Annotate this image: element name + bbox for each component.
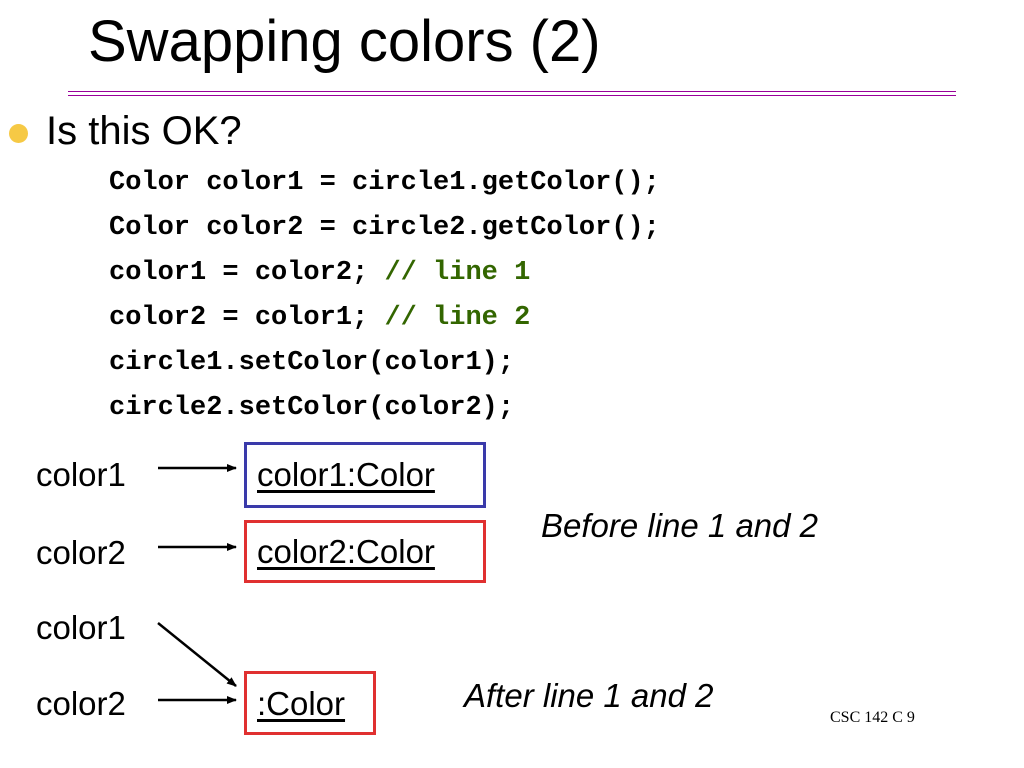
title-underline-top	[68, 91, 956, 92]
code-line-3: color1 = color2; // line 1	[109, 256, 530, 290]
slide-title: Swapping colors (2)	[88, 9, 601, 74]
code-text: color2 = color1;	[109, 303, 385, 333]
bullet-text: Is this OK?	[46, 109, 242, 153]
title-underline-bottom	[68, 95, 956, 96]
code-comment: // line 2	[384, 303, 531, 333]
before-var-color1: color1	[36, 456, 126, 493]
code-text: Color color2 = circle2.getColor();	[109, 213, 660, 243]
code-line-2: Color color2 = circle2.getColor();	[109, 211, 660, 245]
code-line-6: circle2.setColor(color2);	[109, 391, 514, 425]
slide-footer: CSC 142 C 9	[830, 709, 915, 726]
code-text: Color color1 = circle1.getColor();	[109, 168, 660, 198]
after-note: After line 1 and 2	[464, 677, 714, 714]
before-note: Before line 1 and 2	[541, 507, 819, 544]
code-text: color1 = color2;	[109, 258, 385, 288]
code-comment: // line 1	[384, 258, 531, 288]
after-var-color1: color1	[36, 609, 126, 646]
code-line-4: color2 = color1; // line 2	[109, 301, 530, 335]
bullet-icon	[9, 124, 28, 143]
before-var-color2: color2	[36, 534, 126, 571]
code-line-1: Color color1 = circle1.getColor();	[109, 166, 660, 200]
code-line-5: circle1.setColor(color1);	[109, 346, 514, 380]
before-object-color1: color1:Color	[244, 442, 486, 508]
before-object-color2: color2:Color	[244, 520, 486, 583]
code-text: circle1.setColor(color1);	[109, 348, 515, 378]
code-text: circle2.setColor(color2);	[109, 393, 515, 423]
arrow-after-color1	[157, 622, 237, 687]
after-var-color2: color2	[36, 685, 126, 722]
after-object-color: :Color	[244, 671, 376, 735]
